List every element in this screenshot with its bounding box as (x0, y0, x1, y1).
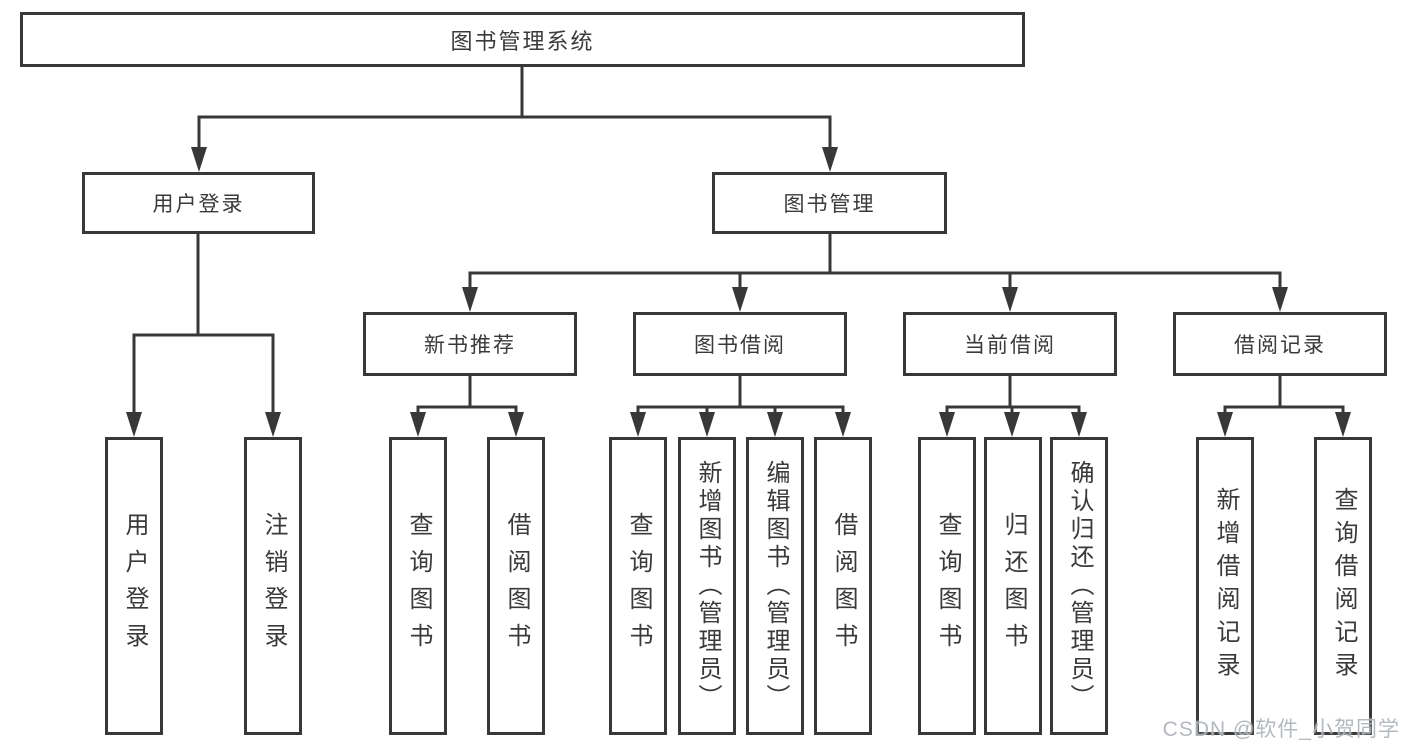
node-root: 图书管理系统 (20, 12, 1025, 67)
leaf-add-book-admin: 新增图书（管理员） (678, 437, 736, 735)
node-current-borrowing-label: 当前借阅 (964, 334, 1056, 357)
leaf-user-login: 用户登录 (105, 437, 163, 735)
node-book-borrowing: 图书借阅 (633, 312, 847, 376)
node-borrowing-records-label: 借阅记录 (1234, 334, 1326, 357)
node-book-borrowing-label: 图书借阅 (694, 334, 786, 357)
node-user-login: 用户登录 (82, 172, 315, 234)
leaf-borrow-books: 借阅图书 (814, 437, 872, 735)
node-new-book-recommendation: 新书推荐 (363, 312, 577, 376)
leaf-user-login-label: 用户登录 (121, 512, 148, 660)
node-book-management-label: 图书管理 (783, 193, 876, 216)
leaf-add-book-admin-label: 新增图书（管理员） (694, 460, 721, 712)
leaf-query-books-current: 查询图书 (918, 437, 976, 735)
node-user-login-label: 用户登录 (152, 193, 245, 216)
leaf-logout: 注销登录 (244, 437, 302, 735)
leaf-query-books-borrowing-label: 查询图书 (625, 512, 652, 660)
leaf-query-borrow-record-label: 查询借阅记录 (1330, 487, 1357, 685)
leaf-logout-label: 注销登录 (260, 512, 287, 660)
node-root-label: 图书管理系统 (450, 28, 595, 54)
leaf-borrow-books-label: 借阅图书 (830, 512, 857, 660)
leaf-return-books: 归还图书 (984, 437, 1042, 735)
leaf-borrow-books-recommend: 借阅图书 (487, 437, 545, 735)
node-book-management: 图书管理 (712, 172, 947, 234)
leaf-query-books-current-label: 查询图书 (934, 512, 961, 660)
leaf-borrow-books-recommend-label: 借阅图书 (503, 512, 530, 660)
leaf-query-books-recommend: 查询图书 (389, 437, 447, 735)
leaf-confirm-return-admin-label: 确认归还（管理员） (1066, 460, 1093, 712)
leaf-query-books-borrowing: 查询图书 (609, 437, 667, 735)
leaf-query-books-recommend-label: 查询图书 (405, 512, 432, 660)
node-new-book-recommendation-label: 新书推荐 (424, 334, 516, 357)
node-current-borrowing: 当前借阅 (903, 312, 1117, 376)
leaf-confirm-return-admin: 确认归还（管理员） (1050, 437, 1108, 735)
leaf-return-books-label: 归还图书 (1000, 512, 1027, 660)
leaf-query-borrow-record: 查询借阅记录 (1314, 437, 1372, 735)
leaf-edit-book-admin: 编辑图书（管理员） (746, 437, 804, 735)
node-borrowing-records: 借阅记录 (1173, 312, 1387, 376)
leaf-add-borrow-record: 新增借阅记录 (1196, 437, 1254, 735)
leaf-edit-book-admin-label: 编辑图书（管理员） (762, 460, 789, 712)
csdn-watermark: CSDN @软件_小贺同学 (1162, 718, 1400, 741)
leaf-add-borrow-record-label: 新增借阅记录 (1212, 487, 1239, 685)
